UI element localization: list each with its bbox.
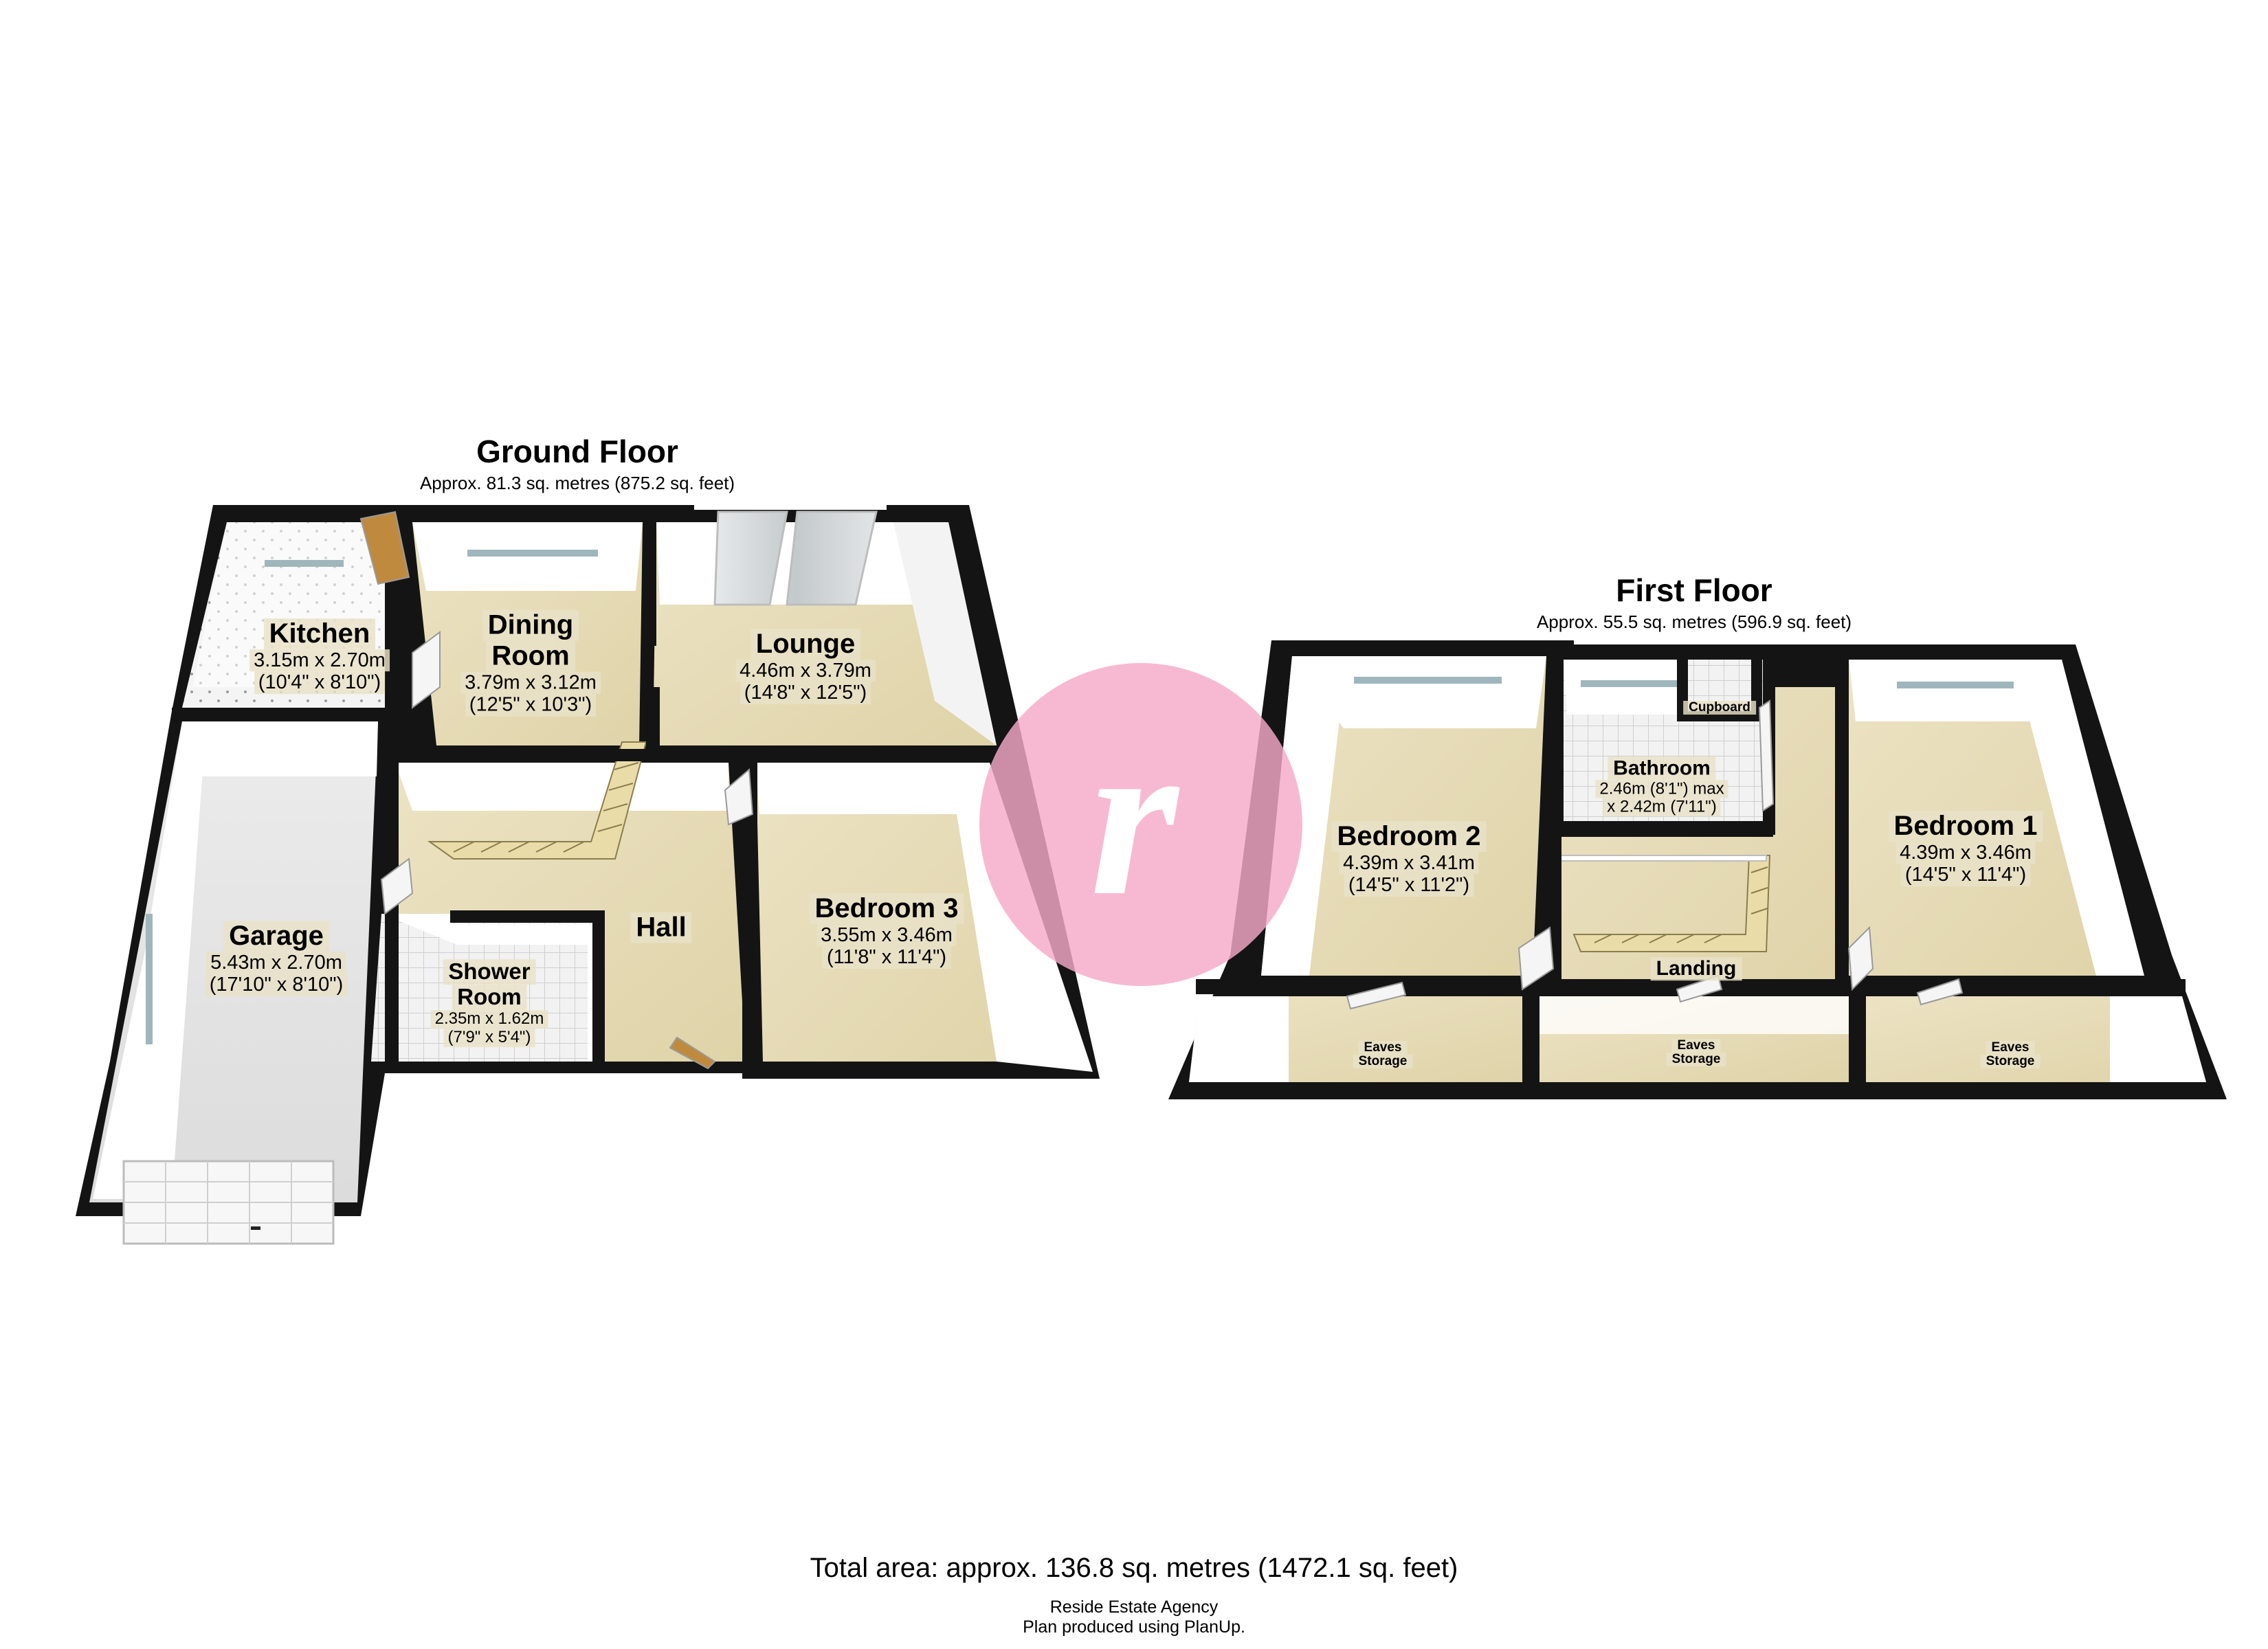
room-label-garage: Garage 5.43m x 2.70m (17'10" x 8'10") [205, 921, 348, 996]
room-dimensions-imperial: (11'8" x 11'4") [822, 946, 951, 969]
hall-wall-face [395, 763, 729, 811]
room-label-bedroom-3: Bedroom 3 3.55m x 3.46m (11'8" x 11'4") [809, 893, 964, 969]
room-dimensions-metric: 3.55m x 3.46m [816, 923, 957, 947]
room-dimensions-metric: 4.39m x 3.41m [1339, 851, 1479, 875]
ground-floor-doors [359, 511, 754, 1070]
first-floor-doors [1346, 699, 1964, 1010]
room-name: Cupboard [1683, 701, 1756, 715]
room-name: Garage [223, 921, 329, 952]
room-label-eaves-storage-right: Eaves Storage [1980, 1041, 2041, 1068]
bedroom1-right-wall-face [2014, 660, 2144, 976]
eaves-storage-left-wall-face [1189, 996, 1289, 1082]
bedroom1-top-wall-face [1849, 660, 2065, 721]
room-label-kitchen: Kitchen 3.15m x 2.70m (10'4" x 8'10") [249, 618, 390, 694]
room-name-line1: Shower [443, 958, 536, 985]
first-floor-area: Approx. 55.5 sq. metres (596.9 sq. feet) [1536, 612, 1852, 632]
watermark-letter: r [1090, 692, 1182, 943]
room-dimensions-metric: 3.15m x 2.70m [249, 649, 390, 672]
agency-name: Reside Estate Agency [1049, 1597, 1219, 1617]
room-label-eaves-storage-left: Eaves Storage [1353, 1041, 1413, 1068]
room-dimensions-imperial: (7'9" x 5'4") [443, 1028, 535, 1047]
room-dimensions-imperial: (12'5" x 10'3") [465, 693, 597, 717]
room-label-bedroom-2: Bedroom 2 4.39m x 3.41m (14'5" x 11'2") [1331, 821, 1487, 897]
room-label-bedroom-1: Bedroom 1 4.39m x 3.46m (14'5" x 11'4") [1888, 811, 2043, 886]
first-floor-title: First Floor [1616, 572, 1772, 608]
eaves-storage-right-wall-face [2110, 996, 2206, 1082]
room-name-line1: Eaves [1986, 1041, 2035, 1055]
agency-watermark: r [979, 663, 1302, 986]
bedroom3-top-wall-face [756, 763, 997, 814]
room-name-line2: Storage [1980, 1055, 2041, 1068]
lounge-patio-door [713, 511, 878, 606]
kitchen-window [265, 560, 344, 567]
room-name: Hall [630, 912, 692, 943]
bedroom1-window [1897, 682, 2014, 688]
room-dimensions-metric: 4.46m x 3.79m [735, 659, 876, 682]
first-floor-plan [1168, 640, 2227, 1099]
room-name-line1: Dining [482, 609, 579, 641]
room-name: Bedroom 2 [1331, 821, 1487, 852]
bathroom-window [1581, 680, 1677, 687]
eaves-storage-mid-wall-face [1539, 996, 1849, 1034]
room-name: Kitchen [263, 618, 376, 649]
room-dimensions-metric: 5.43m x 2.70m [206, 951, 346, 974]
room-name: Bedroom 1 [1888, 811, 2043, 842]
room-name-line1: Eaves [1671, 1039, 1721, 1053]
shower-wall-face [381, 907, 605, 1062]
room-name: Bathroom [1608, 756, 1716, 780]
room-name-line2: Room [486, 640, 575, 672]
bedroom3-left-wall [742, 763, 757, 1072]
lounge-right-wall-face [893, 522, 997, 745]
room-label-cupboard: Cupboard [1683, 701, 1756, 715]
ground-floor-area: Approx. 81.3 sq. metres (875.2 sq. feet) [419, 473, 735, 493]
room-dimensions-imperial: (10'4" x 8'10") [254, 671, 386, 694]
garage-top-wall-face [182, 721, 378, 776]
plan-footer: Total area: approx. 136.8 sq. metres (14… [810, 1553, 1458, 1637]
room-label-shower-room: Shower Room 2.35m x 1.62m (7'9" x 5'4") [430, 958, 548, 1047]
garage-window [146, 914, 153, 1044]
room-dimensions-line1: 2.46m (8'1") max [1595, 779, 1728, 798]
bedroom2-window [1354, 677, 1502, 684]
room-label-hall: Hall [630, 912, 692, 943]
room-label-landing: Landing [1650, 957, 1742, 980]
plan-credit: Plan produced using PlanUp. [1023, 1617, 1245, 1637]
watermark-circle [979, 663, 1302, 986]
room-name: Landing [1650, 957, 1742, 980]
garage-door [122, 1160, 335, 1245]
room-label-dining-room: Dining Room 3.79m x 3.12m (12'5" x 10'3"… [460, 609, 601, 717]
dining-window [467, 550, 598, 557]
ground-floor-heading: Ground Floor Approx. 81.3 sq. metres (87… [420, 433, 735, 494]
room-dimensions-imperial: (14'5" x 11'4") [1900, 864, 2031, 886]
room-dimensions-metric: 4.39m x 3.46m [1895, 841, 2036, 864]
total-area: Total area: approx. 136.8 sq. metres (14… [810, 1553, 1458, 1583]
room-label-eaves-storage-middle: Eaves Storage [1666, 1039, 1726, 1066]
room-dimensions-metric: 2.35m x 1.62m [430, 1009, 548, 1029]
room-dimensions-metric: 3.79m x 3.12m [460, 671, 601, 694]
room-name-line1: Eaves [1358, 1041, 1408, 1055]
room-name: Lounge [750, 629, 861, 660]
room-name-line2: Storage [1666, 1053, 1726, 1066]
room-dimensions-imperial: (14'8" x 12'5") [740, 682, 871, 704]
room-label-bathroom: Bathroom 2.46m (8'1") max x 2.42m (7'11"… [1595, 756, 1728, 817]
cupboard-walls [1677, 653, 1762, 721]
room-name-line2: Room [452, 984, 527, 1011]
first-floor-heading: First Floor Approx. 55.5 sq. metres (596… [1537, 572, 1852, 633]
bedroom2-top-wall-face [1292, 656, 1546, 728]
ground-floor-title: Ground Floor [476, 434, 678, 469]
room-dimensions-imperial: (17'10" x 8'10") [205, 974, 348, 996]
room-dimensions-line2: x 2.42m (7'11") [1603, 798, 1721, 817]
room-name: Bedroom 3 [809, 893, 964, 924]
room-dimensions-imperial: (14'5" x 11'2") [1344, 874, 1474, 897]
room-name-line2: Storage [1353, 1055, 1413, 1068]
room-label-lounge: Lounge 4.46m x 3.79m (14'8" x 12'5") [735, 629, 876, 704]
